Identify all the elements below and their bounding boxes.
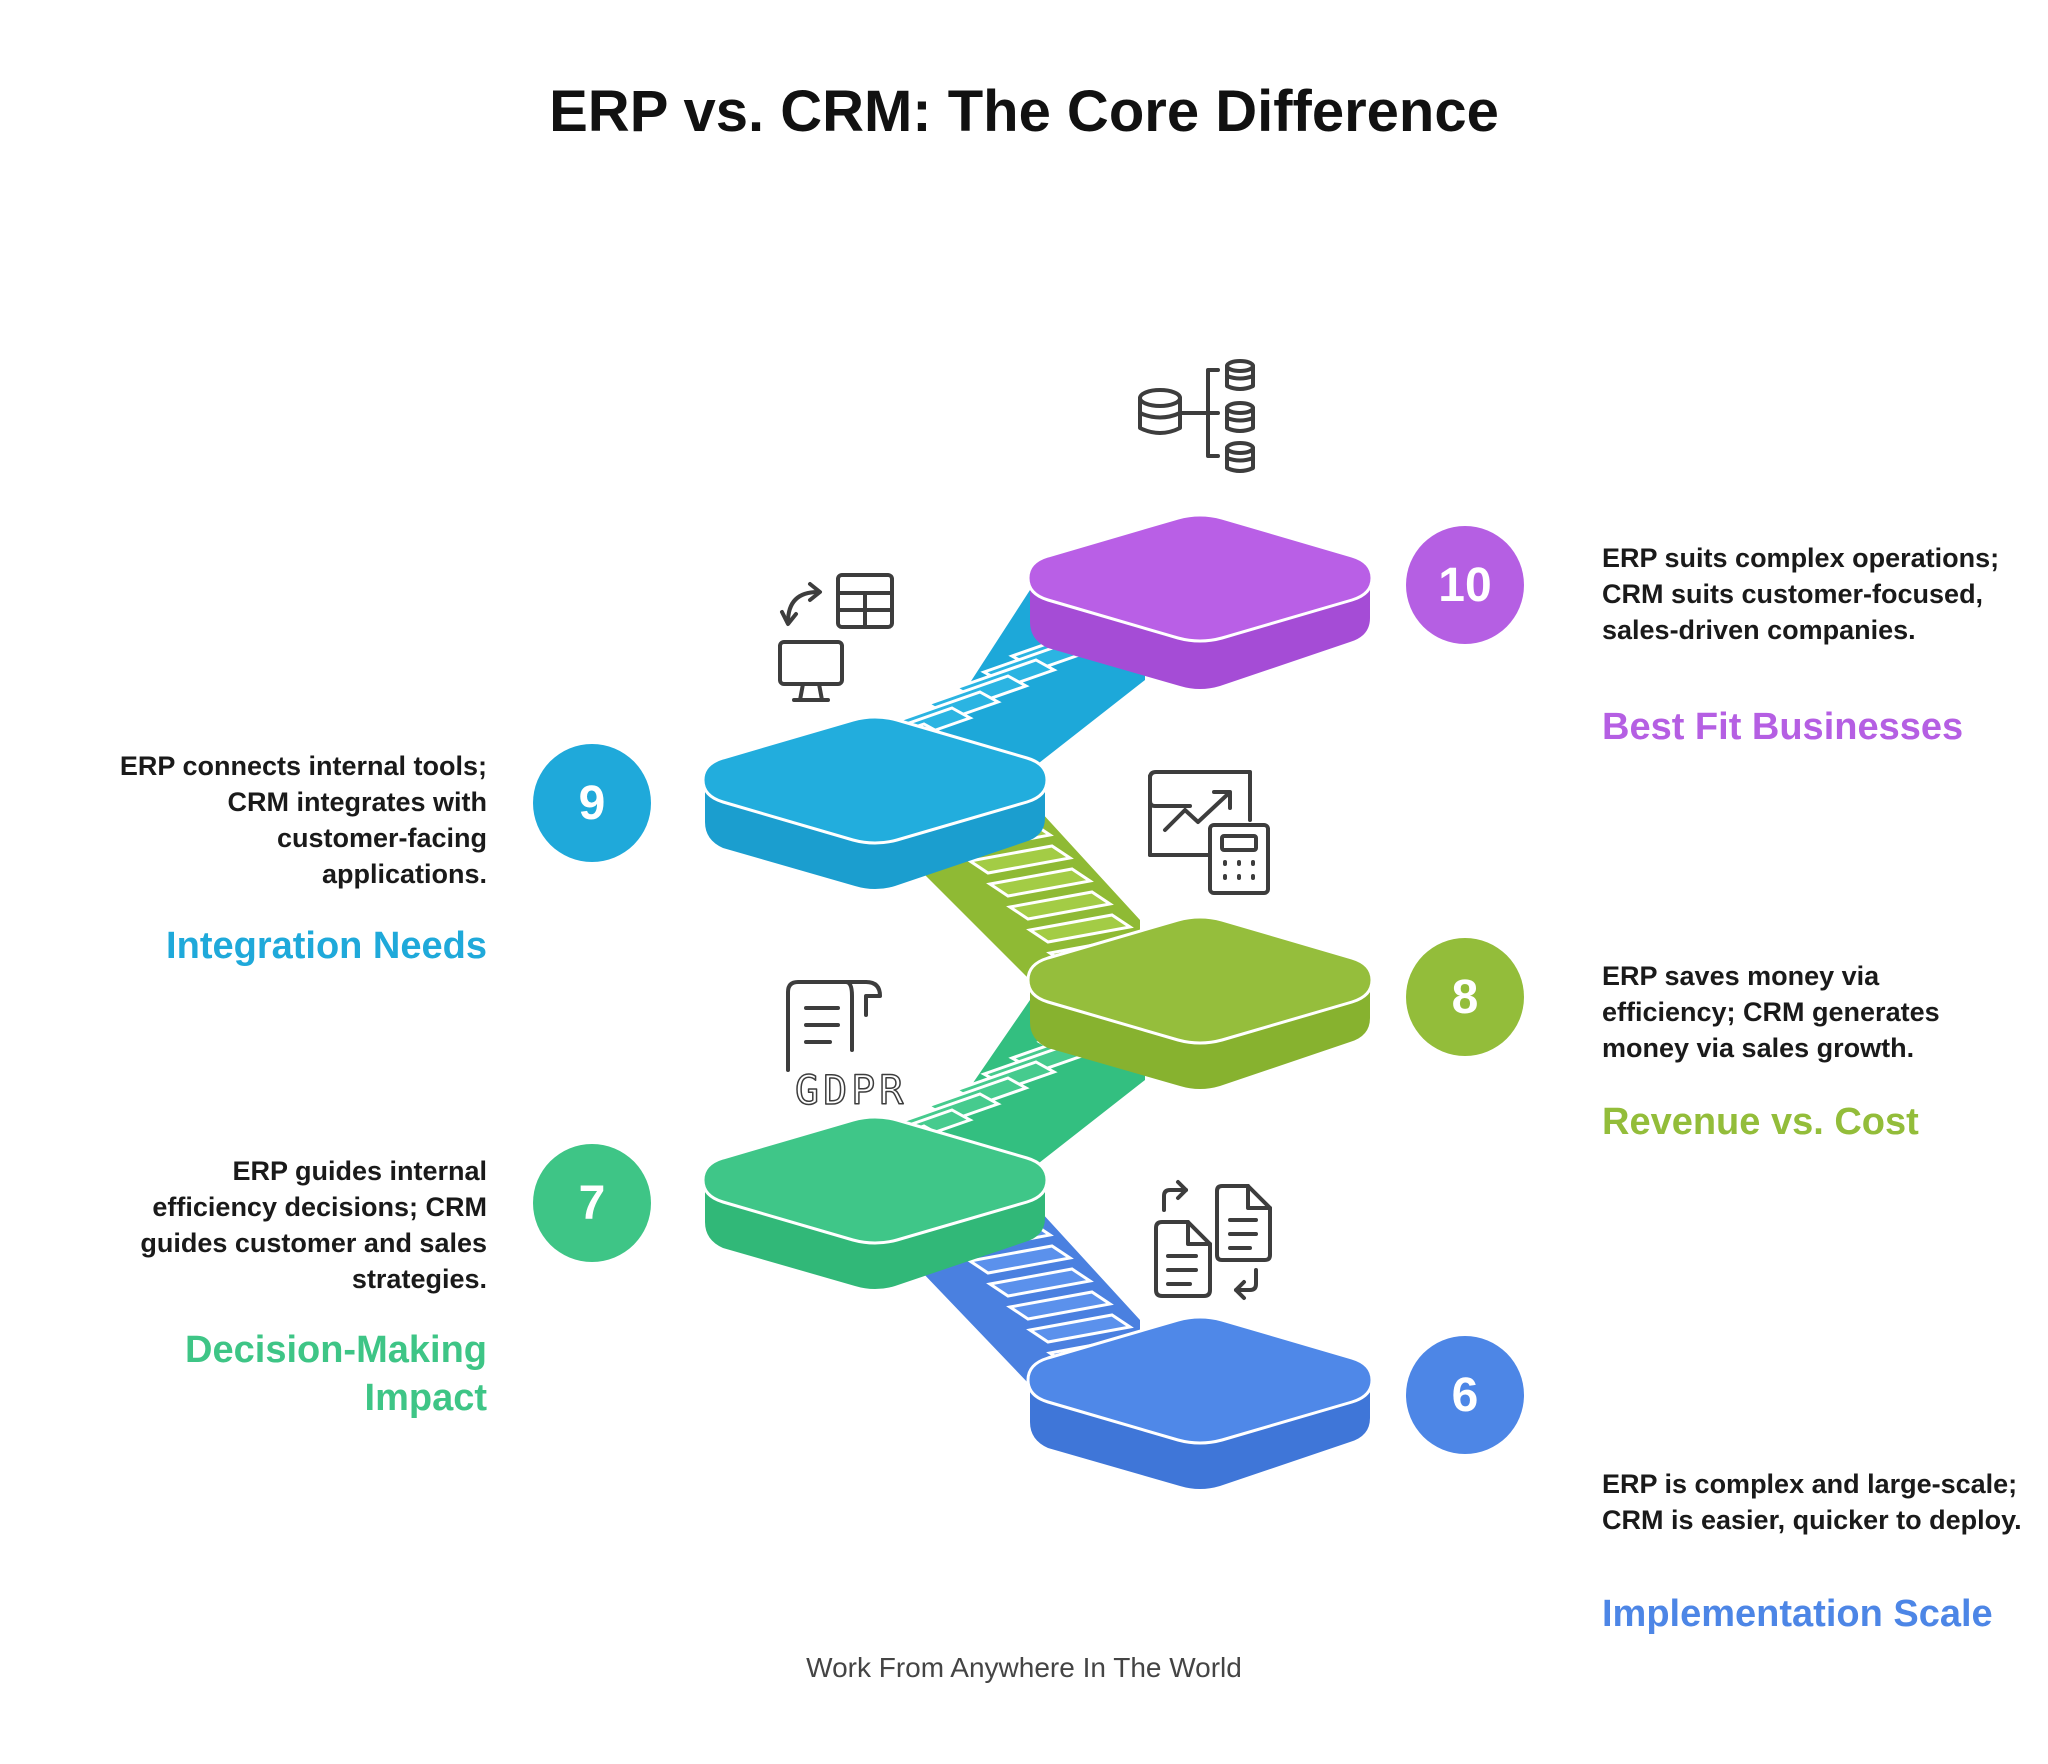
- step-badge-9: 9: [533, 744, 651, 862]
- footer-caption: Work From Anywhere In The World: [806, 1652, 1242, 1683]
- platform-6: [1026, 1315, 1374, 1489]
- platform-10: [1026, 513, 1374, 689]
- step-number-8: 8: [1452, 971, 1479, 1024]
- document-swap-icon: [1154, 1180, 1272, 1300]
- step-number-9: 9: [579, 777, 606, 830]
- svg-text:GDPR: GDPR: [795, 1068, 907, 1114]
- step-9-description: ERP connects internal tools; CRM integra…: [119, 751, 487, 889]
- monitor-table-sync-icon: [778, 573, 894, 702]
- platform-9: [701, 715, 1049, 889]
- step-number-7: 7: [579, 1177, 606, 1230]
- page-title: ERP vs. CRM: The Core Difference: [549, 79, 1499, 144]
- platform-7: [701, 1115, 1049, 1289]
- step-badge-7: 7: [533, 1144, 651, 1262]
- step-9-label: Integration Needs: [166, 925, 487, 967]
- gdpr-document-icon: GDPR: [786, 980, 907, 1115]
- step-10-label: Best Fit Businesses: [1602, 706, 1964, 748]
- step-7-label: Decision-Making Impact: [185, 1329, 487, 1419]
- step-8-description: ERP saves money via efficiency; CRM gene…: [1602, 961, 1940, 1063]
- step-10-description: ERP suits complex operations; CRM suits …: [1602, 543, 2000, 645]
- step-6-label: Implementation Scale: [1602, 1593, 1993, 1635]
- chart-calculator-icon: [1148, 770, 1270, 895]
- step-number-6: 6: [1452, 1369, 1479, 1422]
- database-network-icon: [1138, 359, 1255, 473]
- step-badge-8: 8: [1406, 938, 1524, 1056]
- platform-8: [1026, 915, 1374, 1089]
- step-7-description: ERP guides internal efficiency decisions…: [140, 1156, 487, 1294]
- step-6-description: ERP is complex and large-scale; CRM is e…: [1602, 1469, 2022, 1535]
- step-8-label: Revenue vs. Cost: [1602, 1101, 1919, 1143]
- step-number-10: 10: [1438, 559, 1491, 612]
- step-badge-6: 6: [1406, 1336, 1524, 1454]
- step-badge-10: 10: [1406, 526, 1524, 644]
